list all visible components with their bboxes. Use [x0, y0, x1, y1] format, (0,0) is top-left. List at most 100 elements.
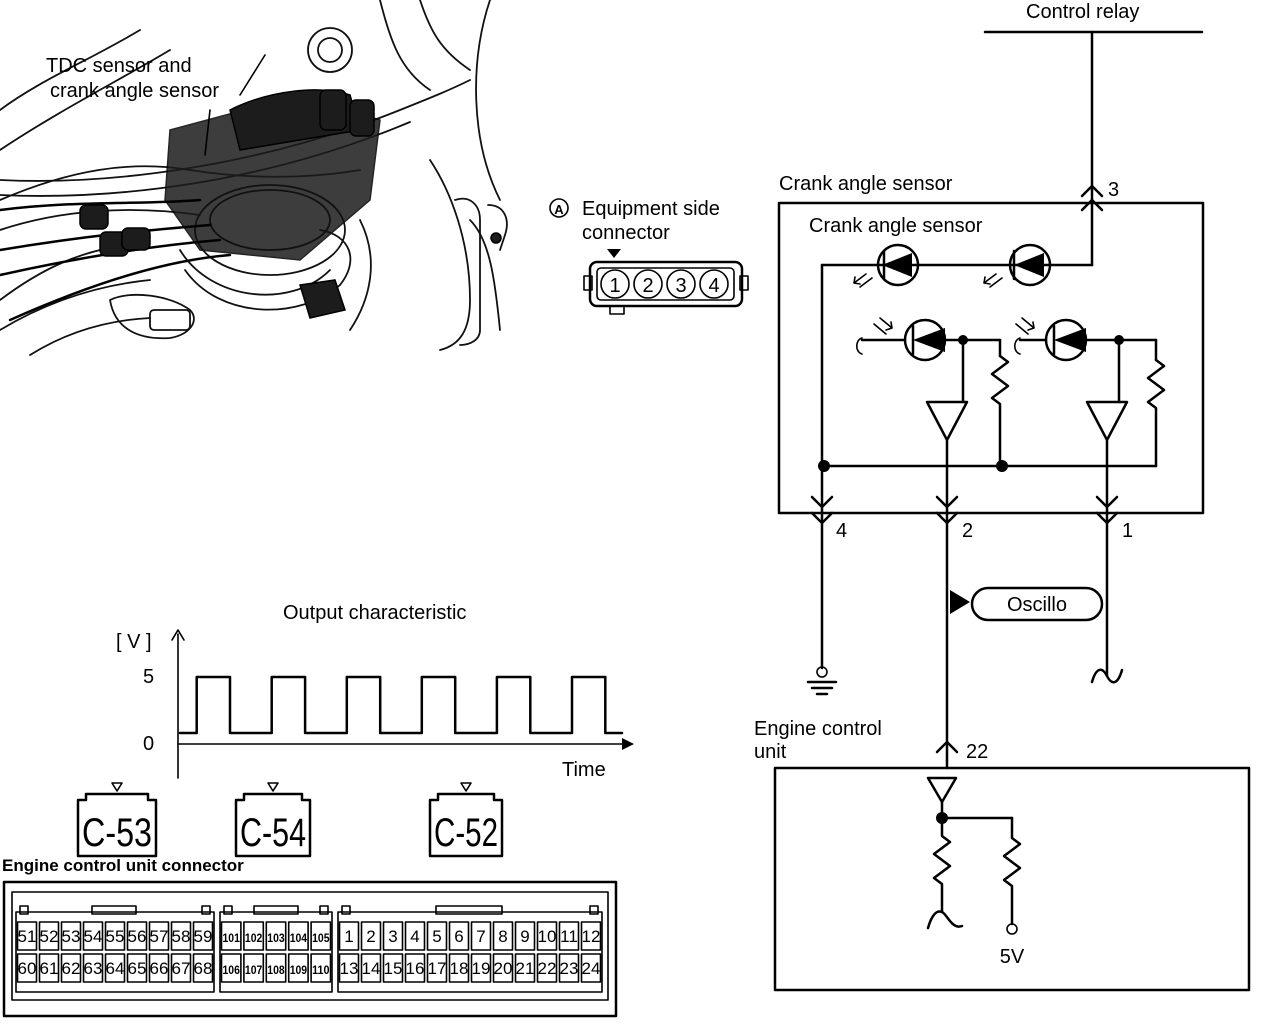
c52-pin-3 [382, 921, 404, 951]
c53-pin-label: 52 [40, 927, 59, 946]
ecu-connector-code: C-52 [434, 811, 498, 855]
c52-pin-label: 15 [384, 959, 403, 978]
c53-pin-62 [60, 953, 82, 983]
c52-pin-12 [580, 921, 602, 951]
c52-pin-label: 17 [428, 959, 447, 978]
outer-sensor-label: Crank angle sensor [779, 173, 953, 195]
c53-pin-label: 54 [84, 927, 103, 946]
c53-pin-label: 62 [62, 959, 81, 978]
c52-pin-label: 6 [454, 927, 463, 946]
sensor-housing-box [777, 201, 1205, 515]
c52-pin-14 [360, 953, 382, 983]
c53-pin-68 [192, 953, 214, 983]
c53-pin-64 [104, 953, 126, 983]
c53-pin-label: 55 [106, 927, 125, 946]
c53-pin-52 [38, 921, 60, 951]
c52-latch-right [589, 905, 599, 915]
c53-pin-label: 56 [128, 927, 147, 946]
c52-pin-label: 2 [366, 927, 375, 946]
c53-pin-58 [170, 921, 192, 951]
crank-angle-sensor-circuit: Control relay 3 Crank angle sensor Crank… [754, 1, 1251, 992]
pin-2-label: 2 [962, 520, 973, 542]
ecu-connector-badge-c-52 [428, 792, 504, 858]
c54-pin-107 [243, 953, 265, 983]
c52-pin-2 [360, 921, 382, 951]
c52-pin-label: 9 [520, 927, 529, 946]
chart-square-wave [178, 675, 624, 735]
c52-pin-label: 20 [494, 959, 513, 978]
inner-sensor-label: Crank angle sensor [809, 215, 983, 237]
c53-pin-61 [38, 953, 60, 983]
c54-key [253, 905, 299, 915]
c52-pin-22 [536, 953, 558, 983]
c52-pin-label: 23 [560, 959, 579, 978]
equipment-pin-4 [699, 269, 729, 299]
c53-pin-51 [16, 921, 38, 951]
c53-pin-label: 68 [194, 959, 213, 978]
c53-latch-right [201, 905, 211, 915]
chart-y-unit: [ V ] [116, 631, 152, 653]
c52-pin-13 [338, 953, 360, 983]
c54-pin-label: 109 [290, 963, 308, 977]
c53-latch-left [19, 905, 29, 915]
c52-pin-label: 19 [472, 959, 491, 978]
c52-pin-19 [470, 953, 492, 983]
pin-1-label: 1 [1122, 520, 1133, 542]
c52-pin-label: 14 [362, 959, 381, 978]
c54-body [219, 911, 333, 993]
ecu-connector-outer-frame [2, 880, 618, 1018]
c54-pin-102 [243, 921, 265, 951]
c53-key [91, 905, 137, 915]
oscillo-label: Oscillo [1007, 594, 1067, 616]
c53-pin-label: 64 [106, 959, 125, 978]
c52-pin-label: 13 [340, 959, 359, 978]
c54-pin-label: 103 [267, 931, 285, 945]
connector-marker-letter: A [554, 202, 564, 217]
c52-pin-label: 7 [476, 927, 485, 946]
pin-3-label: 3 [1108, 179, 1119, 201]
chart-x-label: Time [562, 759, 606, 781]
ecu-connector-badge-marker [111, 782, 123, 792]
c54-pin-label: 107 [245, 963, 263, 977]
c52-pin-label: 18 [450, 959, 469, 978]
c54-pin-103 [265, 921, 287, 951]
c54-pin-101 [220, 921, 242, 951]
engine-bay-illustration: TDC sensor and crank angle sensor [0, 0, 508, 356]
equipment-pin-label: 4 [708, 275, 719, 297]
chart-title: Output characteristic [283, 602, 466, 624]
c52-pin-23 [558, 953, 580, 983]
c53-pin-57 [148, 921, 170, 951]
equipment-pin-label: 3 [675, 275, 686, 297]
c54-pin-108 [265, 953, 287, 983]
ecu-supply-label: 5V [1000, 946, 1025, 968]
c53-pin-65 [126, 953, 148, 983]
c52-pin-1 [338, 921, 360, 951]
c52-pin-18 [448, 953, 470, 983]
output-characteristic-chart: Output characteristic [ V ] 5 0 Time [116, 602, 634, 781]
ecu-connector-badge-c-54 [234, 792, 312, 858]
c52-pin-17 [426, 953, 448, 983]
c52-pin-24 [580, 953, 602, 983]
c52-pin-20 [492, 953, 514, 983]
pin-4-label: 4 [836, 520, 847, 542]
c54-pin-label: 105 [312, 931, 330, 945]
chart-y-tick-5: 5 [143, 666, 154, 688]
c52-latch-left [341, 905, 351, 915]
ecu-connector-badge-c-53 [76, 792, 158, 858]
ecu-label-line1: Engine control [754, 718, 882, 740]
c52-pin-21 [514, 953, 536, 983]
c52-body [337, 911, 603, 993]
c52-pin-label: 21 [516, 959, 535, 978]
c53-pin-59 [192, 921, 214, 951]
equipment-pin-3 [666, 269, 696, 299]
ecu-connector-code: C-54 [240, 811, 306, 855]
chart-y-tick-0: 0 [143, 733, 154, 755]
c53-pin-label: 67 [172, 959, 191, 978]
c52-pin-label: 24 [582, 959, 601, 978]
c53-pin-label: 60 [18, 959, 37, 978]
c54-pin-label: 101 [223, 931, 241, 945]
c52-pin-15 [382, 953, 404, 983]
c52-pin-11 [558, 921, 580, 951]
